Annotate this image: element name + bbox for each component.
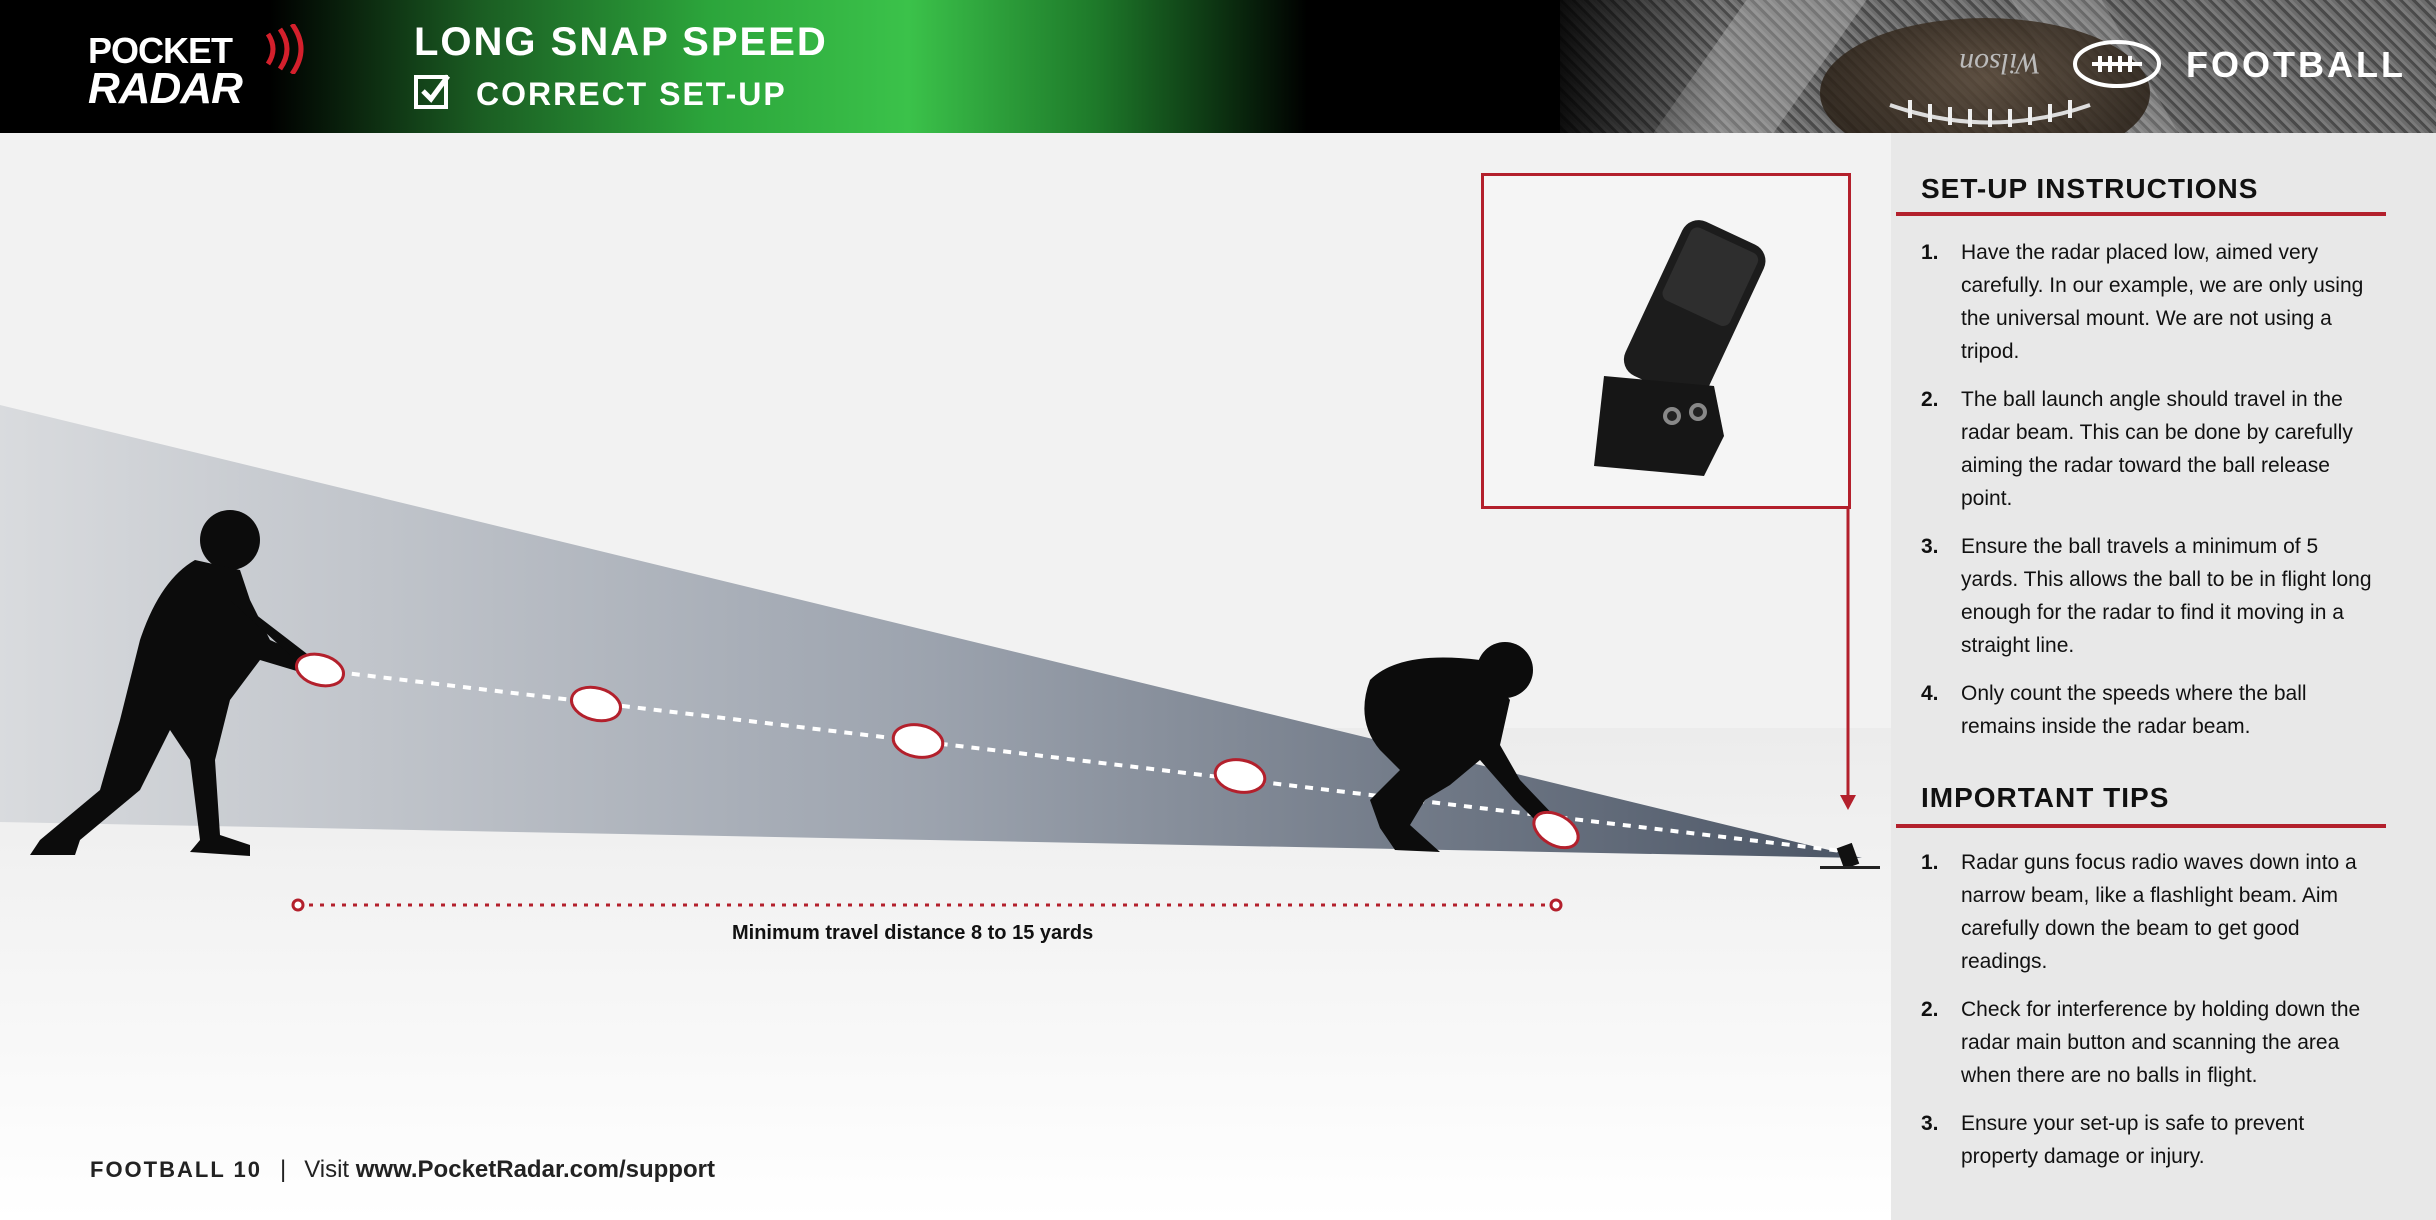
radar-mount-photo (1481, 173, 1851, 509)
radar-on-ground (1820, 842, 1880, 870)
page-title: LONG SNAP SPEED (414, 20, 828, 64)
callout-arrow (1840, 795, 1856, 810)
distance-end (1549, 898, 1563, 912)
football-laces: Wilson (1889, 47, 2091, 127)
setup-rule (1896, 212, 2386, 216)
list-item: 2.Check for interference by holding down… (1921, 998, 2361, 1087)
logo-line2: RADAR (88, 64, 243, 113)
setup-list: 1.Have the radar placed low, aimed very … (1921, 236, 2381, 758)
tips-heading: IMPORTANT TIPS (1921, 782, 2170, 813)
header-banner: Wilson POCKET RADAR LONG SNAP SPEED CORR… (0, 0, 2436, 133)
list-item: 1.Have the radar placed low, aimed very … (1921, 241, 2364, 363)
logo-line1: POCKET (88, 30, 233, 71)
page-footer: FOOTBALL 10 | Visit www.PocketRadar.com/su… (90, 1156, 715, 1184)
ball-brand-text: Wilson (1959, 47, 2041, 80)
football-icon (2073, 40, 2161, 88)
list-item: 4.Only count the speeds where the ball r… (1921, 682, 2307, 738)
snapper-silhouette (30, 510, 315, 856)
distance-start (291, 898, 305, 912)
list-item: 3.Ensure your set-up is safe to prevent … (1921, 1112, 2305, 1168)
support-link[interactable]: www.PocketRadar.com/support (355, 1156, 715, 1183)
holder-silhouette (1364, 642, 1560, 852)
football-trail (294, 652, 1580, 850)
distance-caption: Minimum travel distance 8 to 15 yards (732, 922, 1094, 944)
tips-list: 1.Radar guns focus radio waves down into… (1921, 846, 2381, 1188)
list-item: 1.Radar guns focus radio waves down into… (1921, 851, 2357, 973)
turf-fade (1540, 0, 1720, 133)
footer-separator: | (279, 1156, 287, 1183)
list-item: 2.The ball launch angle should travel in… (1921, 388, 2353, 510)
tips-rule (1896, 824, 2386, 828)
header-green-gradient (270, 0, 1600, 133)
page-label: FOOTBALL 10 (90, 1157, 262, 1182)
radar-device-icon (1594, 220, 1766, 476)
pocket-radar-logo: POCKET RADAR (88, 24, 338, 113)
footer-visit: Visit (304, 1156, 350, 1183)
sport-label: FOOTBALL (2186, 44, 2406, 85)
checkbox-icon (414, 74, 451, 109)
football-photo (1820, 18, 2150, 133)
instructions-panel (1891, 133, 2436, 1220)
radar-waves-icon (265, 24, 304, 74)
list-item: 3.Ensure the ball travels a minimum of 5… (1921, 535, 2372, 657)
setup-heading: SET-UP INSTRUCTIONS (1921, 173, 2259, 204)
page-subtitle: CORRECT SET-UP (476, 76, 787, 112)
